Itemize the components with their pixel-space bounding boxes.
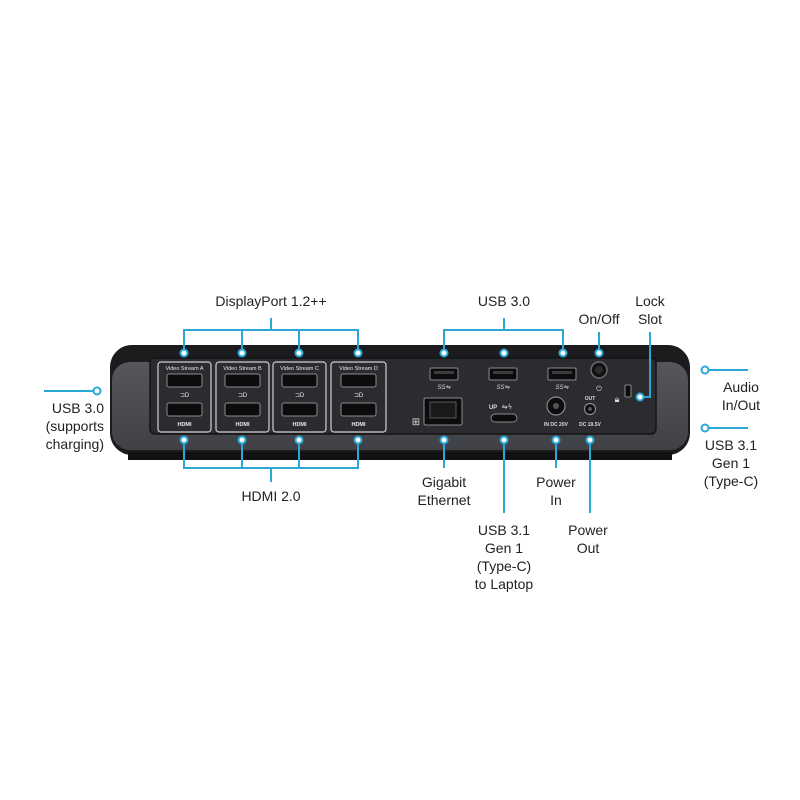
up-label: UP <box>489 405 497 411</box>
label-power-in: Power In <box>536 474 576 508</box>
hdmi-port-icon <box>224 402 261 417</box>
power-icon: ⏻ <box>596 385 602 393</box>
video-stream-label: Video Stream A <box>165 366 203 372</box>
label-lock-slot: Lock Slot <box>635 293 665 327</box>
label-audio: Audio In/Out <box>721 379 761 413</box>
hdmi-port-icon <box>166 402 203 417</box>
docking-station: Video Stream A ⊐D HDMI Video Stream B ⊐D… <box>110 345 690 460</box>
usb-a-port-2: SS⇋ <box>488 367 518 391</box>
video-stream-label: Video Stream D <box>339 366 378 372</box>
in-dc-label: IN DC 20V <box>544 422 569 428</box>
hdmi-text: HDMI <box>292 422 307 428</box>
svg-text:⊐D: ⊐D <box>354 393 364 399</box>
label-usb30-left: USB 3.0 (supports charging) <box>45 400 104 452</box>
usb-ss-icon: SS⇋ <box>496 385 510 391</box>
hdmi-port-icon <box>340 402 377 417</box>
video-stream-group-d: Video Stream D ⊐D HDMI <box>330 361 387 433</box>
lock-icon: 🔒︎ <box>615 395 620 405</box>
svg-text:⊐D: ⊐D <box>238 393 248 399</box>
displayport-icon <box>224 373 261 388</box>
dc-in-port: IN DC 20V <box>544 396 569 428</box>
usb-ss-icon: ⇋ϟ <box>502 403 512 411</box>
dc-out-port: OUT DC 19.5V <box>579 396 601 428</box>
device-back-panel <box>149 357 657 435</box>
power-button: ⏻ <box>590 361 608 393</box>
lock-slot: 🔒︎ <box>615 384 632 405</box>
svg-text:⊐D: ⊐D <box>180 393 190 399</box>
hdmi-text: HDMI <box>235 422 250 428</box>
label-onoff: On/Off <box>578 311 620 327</box>
hdmi-port-icon <box>281 402 318 417</box>
label-gigabit-ethernet: Gigabit Ethernet <box>417 474 471 508</box>
displayport-icon <box>281 373 318 388</box>
displayport-icon <box>340 373 377 388</box>
usb-ss-icon: SS⇋ <box>555 385 569 391</box>
label-power-out: Power Out <box>568 522 608 556</box>
ethernet-icon: ⊞ <box>412 417 420 428</box>
callout-dots <box>92 348 710 445</box>
hdmi-text: HDMI <box>351 422 366 428</box>
device-base <box>128 452 672 460</box>
usb-a-port-1: SS⇋ <box>429 367 459 391</box>
usb-c-upstream-port: UP ⇋ϟ <box>489 403 518 423</box>
ethernet-port: ⊞ <box>412 397 463 428</box>
label-hdmi: HDMI 2.0 <box>241 488 301 504</box>
label-usb31-laptop: USB 3.1 Gen 1 (Type-C) to Laptop <box>474 522 534 592</box>
video-stream-label: Video Stream C <box>280 366 319 372</box>
label-displayport: DisplayPort 1.2++ <box>215 293 327 309</box>
video-stream-group-b: Video Stream B ⊐D HDMI <box>215 361 270 433</box>
displayport-icon <box>166 373 203 388</box>
video-stream-label: Video Stream B <box>223 366 262 372</box>
label-usb31-right: USB 3.1 Gen 1 (Type-C) <box>703 437 759 489</box>
label-usb30-top: USB 3.0 <box>477 293 531 309</box>
usb-a-port-3: SS⇋ <box>547 367 577 391</box>
hdmi-text: HDMI <box>177 422 192 428</box>
video-stream-group-a: Video Stream A ⊐D HDMI <box>157 361 212 433</box>
dc-out-label: DC 19.5V <box>579 422 601 428</box>
video-stream-group-c: Video Stream C ⊐D HDMI <box>272 361 327 433</box>
svg-text:⊐D: ⊐D <box>295 393 305 399</box>
usb-ss-icon: SS⇋ <box>437 385 451 391</box>
out-label: OUT <box>585 396 596 402</box>
